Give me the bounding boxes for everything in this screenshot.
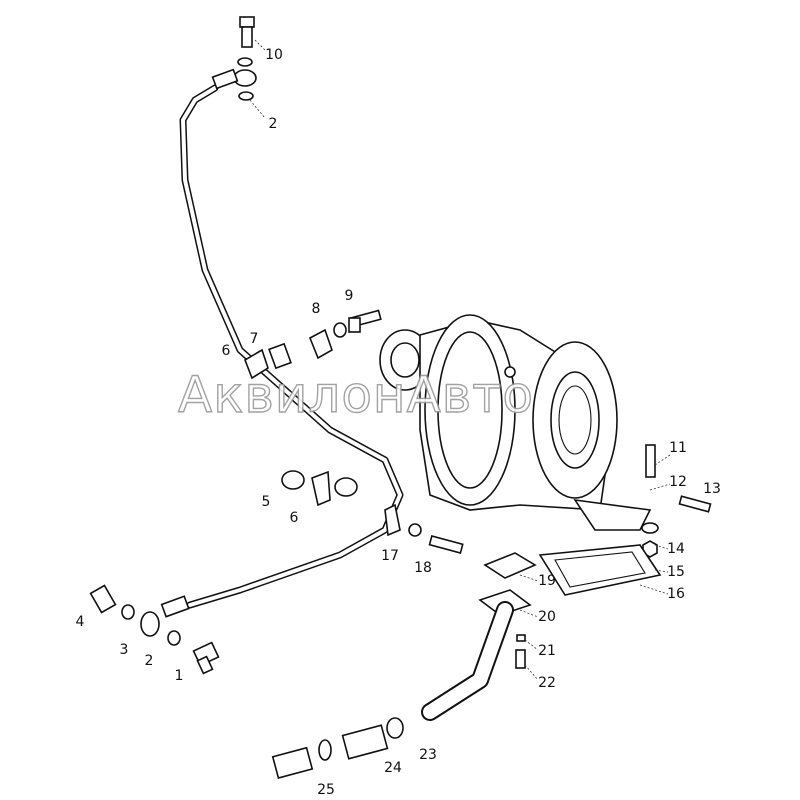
leader-lines bbox=[249, 39, 671, 681]
callout-15: 15 bbox=[667, 564, 685, 580]
fitting-4 bbox=[89, 584, 117, 614]
gaskets bbox=[483, 544, 662, 596]
callout-8: 8 bbox=[311, 301, 321, 317]
callout-6: 6 bbox=[289, 510, 299, 526]
washers-lower bbox=[121, 604, 181, 646]
turbocharger bbox=[379, 314, 652, 531]
callout-10: 10 bbox=[265, 47, 283, 63]
callout-6: 6 bbox=[221, 343, 231, 359]
callout-14: 14 bbox=[667, 541, 685, 557]
banjo-bolt-10 bbox=[239, 16, 255, 48]
oil-feed-pipe bbox=[179, 84, 404, 609]
callout-11: 11 bbox=[669, 440, 687, 456]
clamp-parts-lower bbox=[281, 470, 464, 554]
callout-18: 18 bbox=[414, 560, 432, 576]
callout-4: 4 bbox=[75, 614, 85, 630]
callout-2: 2 bbox=[144, 653, 154, 669]
callout-22: 22 bbox=[538, 675, 556, 691]
callout-12: 12 bbox=[669, 474, 687, 490]
banjo-fitting-bottom bbox=[140, 595, 190, 637]
callout-7: 7 bbox=[249, 331, 259, 347]
banjo-bolt-1 bbox=[192, 641, 220, 675]
callout-24: 24 bbox=[384, 760, 402, 776]
callout-25: 25 bbox=[317, 782, 335, 798]
watermark: АквилонАвто bbox=[177, 365, 534, 424]
callout-23: 23 bbox=[419, 747, 437, 763]
callout-13: 13 bbox=[703, 481, 721, 497]
stud-13 bbox=[678, 495, 712, 513]
clamp-parts-upper bbox=[244, 309, 382, 380]
callout-2: 2 bbox=[268, 116, 278, 132]
callout-16: 16 bbox=[667, 586, 685, 602]
callout-19: 19 bbox=[538, 573, 556, 589]
banjo-fitting-top bbox=[211, 57, 257, 101]
drain-pipe bbox=[421, 589, 532, 721]
stud-11 bbox=[645, 444, 656, 478]
callout-21: 21 bbox=[538, 643, 556, 659]
callout-1: 1 bbox=[174, 668, 184, 684]
callout-9: 9 bbox=[344, 288, 354, 304]
callout-5: 5 bbox=[261, 494, 271, 510]
callout-20: 20 bbox=[538, 609, 556, 625]
hose-and-clamps bbox=[271, 717, 404, 780]
callout-3: 3 bbox=[119, 642, 129, 658]
callout-17: 17 bbox=[381, 548, 399, 564]
washer-nut bbox=[641, 522, 659, 558]
